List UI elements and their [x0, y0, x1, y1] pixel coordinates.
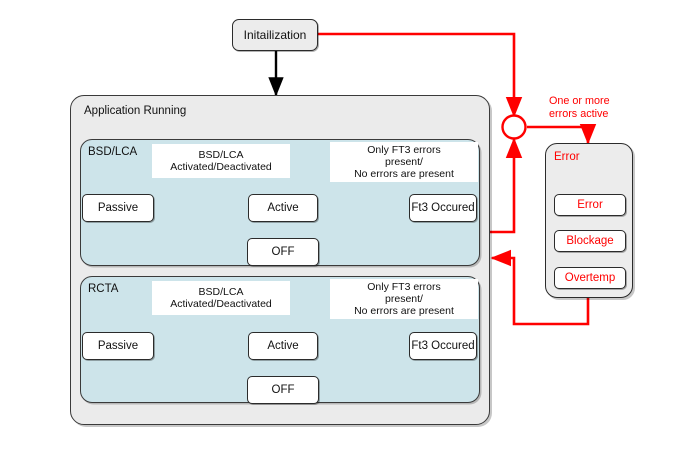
rcta-ft3-label-text: Only FT3 errors present/ No errors are p… [354, 280, 454, 318]
bsd-lca-activation-label-text: BSD/LCA Activated/Deactivated [170, 148, 272, 173]
container-error-label: Error [554, 151, 580, 163]
state-bsd-lca-ft3-occured[interactable]: Ft3 Occured [409, 194, 477, 222]
state-rcta-active[interactable]: Active [248, 332, 318, 360]
state-bsd-lca-ft3-occured-label: Ft3 Occured [411, 202, 475, 214]
container-bsd-lca-label: BSD/LCA [88, 146, 138, 158]
state-overtemp[interactable]: Overtemp [554, 267, 626, 289]
state-rcta-passive[interactable]: Passive [82, 332, 154, 360]
rcta-ft3-label: Only FT3 errors present/ No errors are p… [330, 279, 478, 319]
state-bsd-lca-active[interactable]: Active [248, 194, 318, 222]
rcta-activation-label: BSD/LCA Activated/Deactivated [152, 281, 290, 315]
state-bsd-lca-passive-label: Passive [97, 202, 139, 214]
state-rcta-off[interactable]: OFF [247, 376, 319, 404]
bsd-lca-ft3-label-text: Only FT3 errors present/ No errors are p… [354, 143, 454, 181]
state-error[interactable]: Error [554, 194, 626, 216]
bsd-lca-ft3-label: Only FT3 errors present/ No errors are p… [330, 142, 478, 182]
transition-note-errors-active: One or more errors active [549, 95, 610, 120]
state-rcta-off-label: OFF [271, 384, 295, 396]
state-bsd-lca-off[interactable]: OFF [247, 238, 319, 266]
bsd-lca-activation-label: BSD/LCA Activated/Deactivated [152, 144, 290, 178]
state-rcta-passive-label: Passive [97, 340, 139, 352]
state-rcta-ft3-occured-label: Ft3 Occured [411, 340, 475, 352]
container-rcta-label: RCTA [88, 283, 119, 295]
state-bsd-lca-active-label: Active [267, 202, 299, 214]
rcta-activation-label-text: BSD/LCA Activated/Deactivated [170, 285, 272, 310]
state-rcta-ft3-occured[interactable]: Ft3 Occured [409, 332, 477, 360]
state-error-label: Error [577, 199, 603, 211]
state-bsd-lca-off-label: OFF [271, 246, 295, 258]
state-initialization[interactable]: Initailization [232, 19, 318, 51]
state-overtemp-label: Overtemp [564, 272, 616, 284]
state-blockage[interactable]: Blockage [554, 230, 626, 252]
state-rcta-active-label: Active [267, 340, 299, 352]
container-application-running-label: Application Running [84, 105, 187, 117]
state-initialization-label: Initailization [243, 28, 307, 42]
state-blockage-label: Blockage [566, 235, 614, 247]
state-bsd-lca-passive[interactable]: Passive [82, 194, 154, 222]
